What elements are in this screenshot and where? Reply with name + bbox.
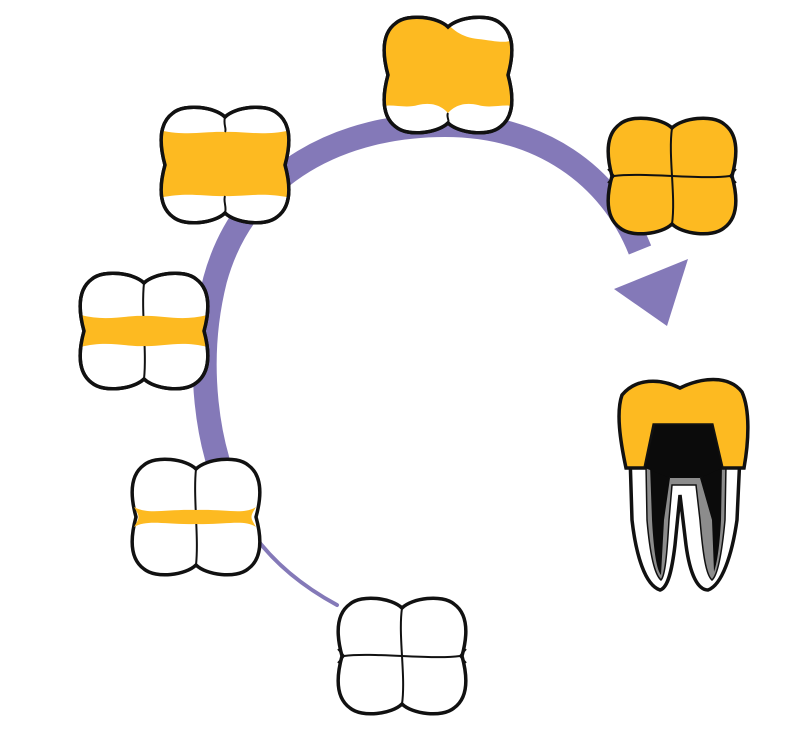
crown-cap xyxy=(617,377,750,470)
tooth-wide-filling xyxy=(78,271,210,391)
narrow-filling xyxy=(134,507,256,527)
arrow-head xyxy=(614,259,688,326)
canal-fill xyxy=(650,465,670,575)
tooth-intact xyxy=(336,596,468,716)
wide-filling xyxy=(80,313,208,349)
arrow-body xyxy=(192,112,652,516)
tooth-full-crown xyxy=(606,116,738,236)
tooth-extensive-filling xyxy=(382,15,514,135)
extensive-filling xyxy=(384,17,512,113)
tooth-root-canal-crown xyxy=(617,377,750,592)
tooth-large-filling xyxy=(159,105,291,225)
canal-fill-right xyxy=(700,465,722,572)
large-filling xyxy=(161,129,289,199)
tooth-narrow-filling xyxy=(130,457,262,577)
core-buildup xyxy=(645,425,722,478)
